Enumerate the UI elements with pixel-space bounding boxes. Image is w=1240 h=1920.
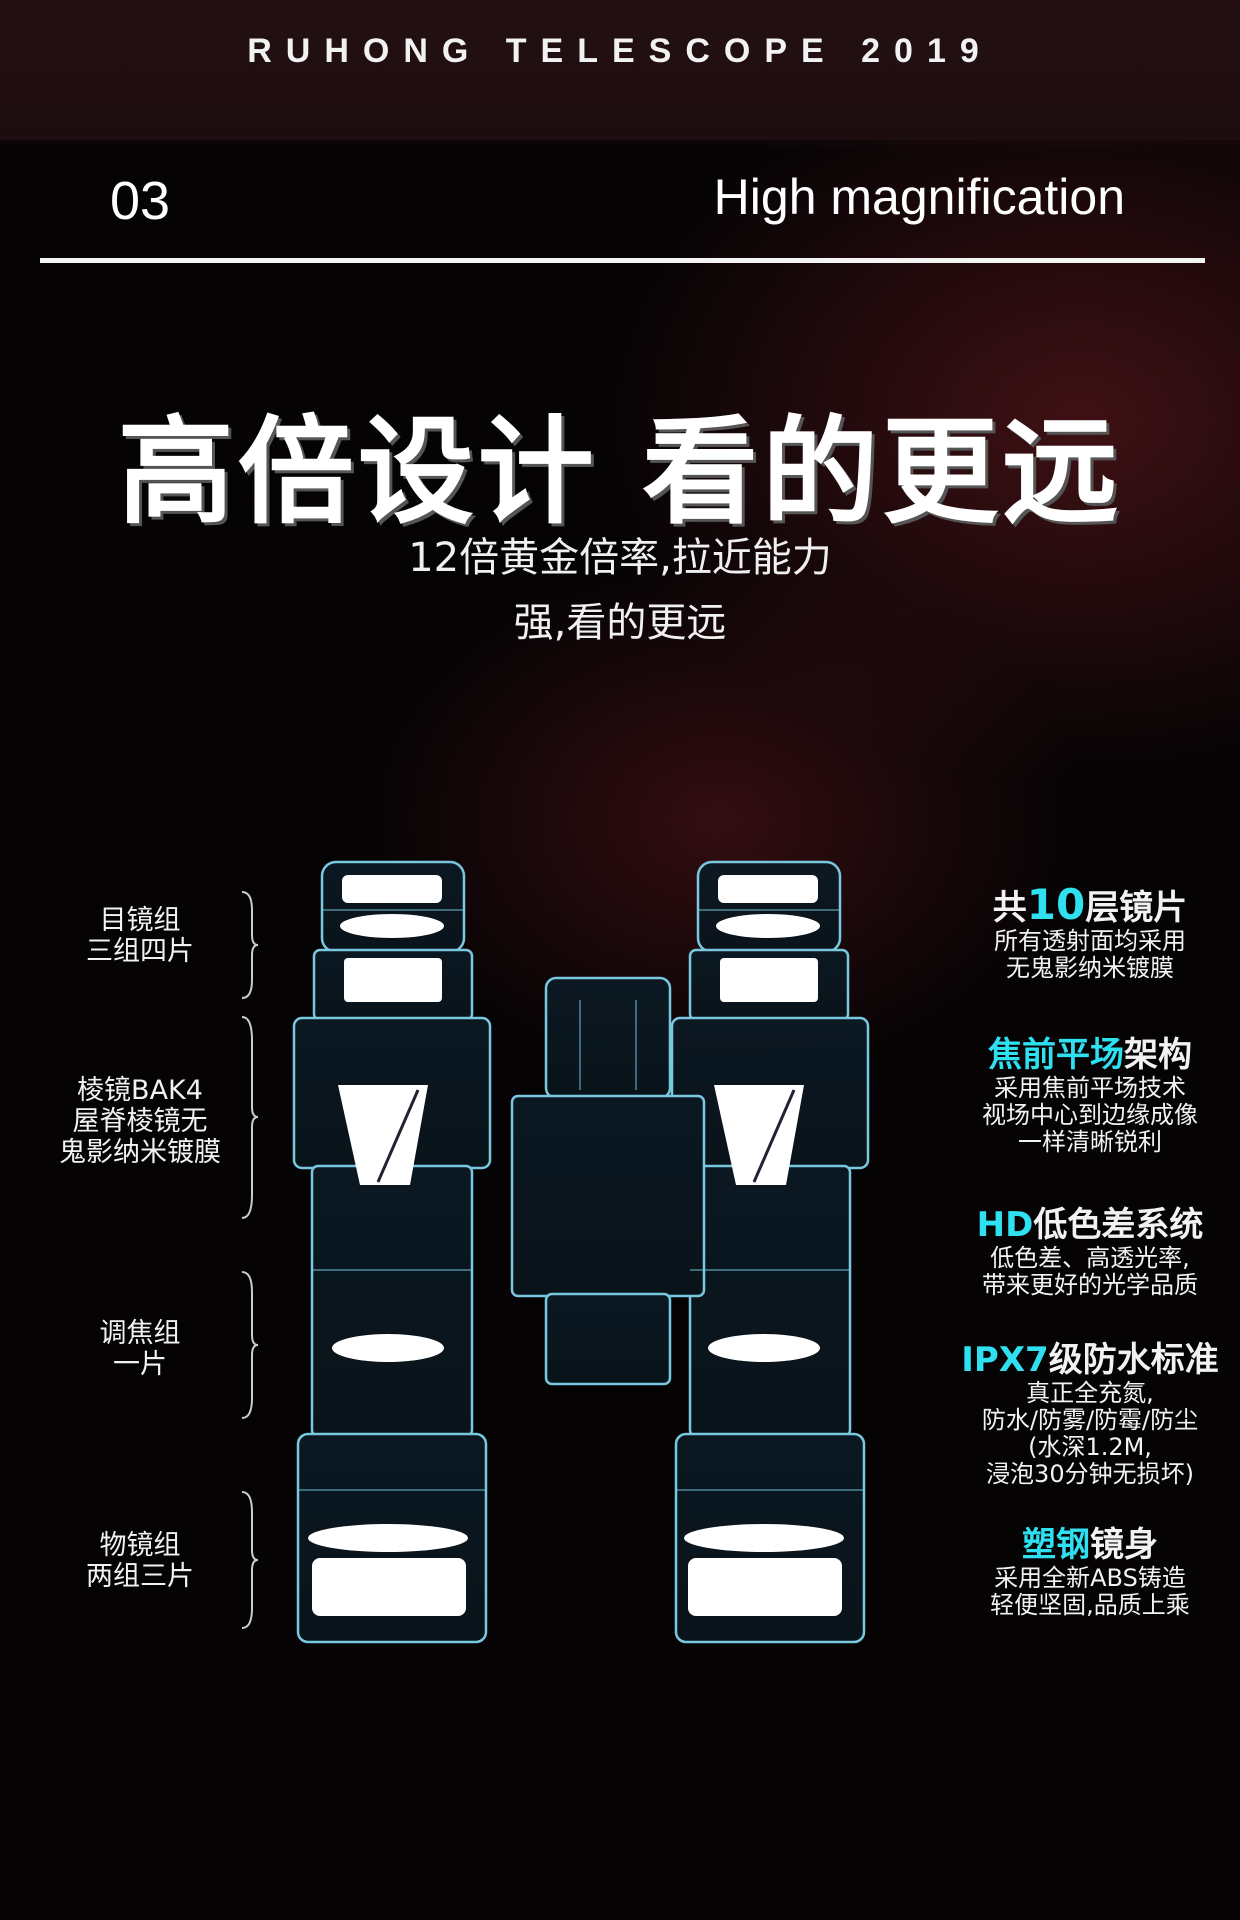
- label-prism: 棱镜BAK4 屋脊棱镜无 鬼影纳米镀膜: [59, 1075, 221, 1168]
- brace-prism: [241, 1016, 259, 1219]
- feature-highlight: IPX7: [961, 1340, 1049, 1380]
- brace-eyepiece: [241, 891, 259, 999]
- subtitle-line-1: 12倍黄金倍率,拉近能力: [408, 535, 832, 581]
- left-objective-lens-1: [308, 1524, 468, 1552]
- subtitle-line-2: 强,看的更远: [513, 600, 727, 646]
- focus-wheel: [544, 976, 672, 1100]
- feature-lens-layers: 共10层镜片 所有透射面均采用 无鬼影纳米镀膜: [992, 880, 1188, 982]
- feature-field-flattener: 焦前平场架构 采用焦前平场技术 视场中心到边缘成像 一样清晰锐利: [982, 1035, 1198, 1156]
- brace-objective: [241, 1491, 259, 1629]
- feature-highlight: HD: [976, 1205, 1034, 1245]
- section-title: High magnification: [713, 169, 1125, 225]
- bridge: [510, 1094, 706, 1298]
- right-tube: [688, 1164, 852, 1438]
- left-eyepiece-lens-2: [340, 914, 444, 938]
- left-focus-lens: [332, 1334, 444, 1362]
- label-eyepiece-group: 目镜组 三组四片: [86, 905, 194, 967]
- brand-text: RUHONG TELESCOPE 2019: [247, 32, 993, 70]
- label-objective-group: 物镜组 两组三片: [86, 1530, 194, 1592]
- headline: 高倍设计 看的更远: [117, 405, 1123, 540]
- left-objective-lens-2: [312, 1558, 466, 1616]
- left-eyepiece-lens-1: [342, 875, 442, 903]
- right-eyepiece-lens-2: [716, 914, 820, 938]
- brand-band: [0, 0, 1240, 140]
- section-divider: [40, 258, 1205, 263]
- brace-focus: [241, 1271, 259, 1419]
- feature-highlight: 10: [1026, 880, 1086, 929]
- label-focus-group: 调焦组 一片: [99, 1318, 181, 1380]
- feature-hd-system: HD低色差系统 低色差、高透光率, 带来更好的光学品质: [976, 1205, 1204, 1299]
- left-tube: [310, 1164, 474, 1438]
- feature-highlight: 焦前平场: [988, 1035, 1124, 1075]
- left-prism: [338, 1085, 428, 1185]
- right-objective-lens-1: [684, 1524, 844, 1552]
- right-eyepiece-lens-3: [720, 958, 818, 1002]
- hinge: [544, 1292, 672, 1386]
- right-objective-lens-2: [688, 1558, 842, 1616]
- left-eyepiece-lens-3: [344, 958, 442, 1002]
- section-number: 03: [110, 171, 171, 231]
- feature-highlight: 塑钢: [1022, 1525, 1090, 1565]
- feature-waterproof: IPX7级防水标准 真正全充氮, 防水/防雾/防霉/防尘 (水深1.2M, 浸泡…: [961, 1340, 1219, 1488]
- right-prism: [714, 1085, 804, 1185]
- binocular-diagram: [292, 860, 870, 1644]
- right-eyepiece-lens-1: [718, 875, 818, 903]
- right-focus-lens: [708, 1334, 820, 1362]
- feature-body-material: 塑钢镜身 采用全新ABS铸造 轻便坚固,品质上乘: [990, 1525, 1190, 1619]
